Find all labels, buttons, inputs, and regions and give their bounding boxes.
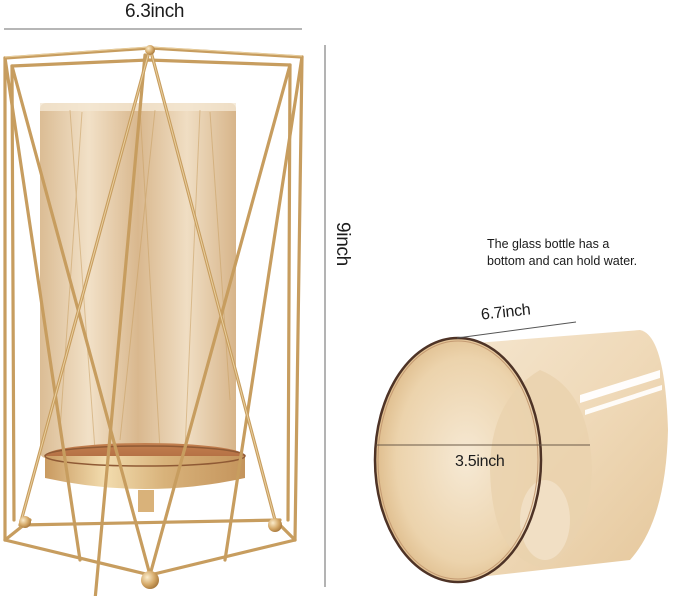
height-dimension-label: 9inch bbox=[332, 222, 353, 266]
glass-bottle-side-view bbox=[373, 330, 668, 584]
glass-bottle-note: The glass bottle has a bottom and can ho… bbox=[487, 236, 637, 270]
glass-length-dimension-line bbox=[456, 321, 577, 339]
note-line-1: The glass bottle has a bbox=[487, 237, 610, 251]
glass-diameter-label: 3.5inch bbox=[455, 453, 505, 470]
note-line-2: bottom and can hold water. bbox=[487, 254, 638, 268]
width-dimension-label: 6.3inch bbox=[125, 1, 185, 22]
